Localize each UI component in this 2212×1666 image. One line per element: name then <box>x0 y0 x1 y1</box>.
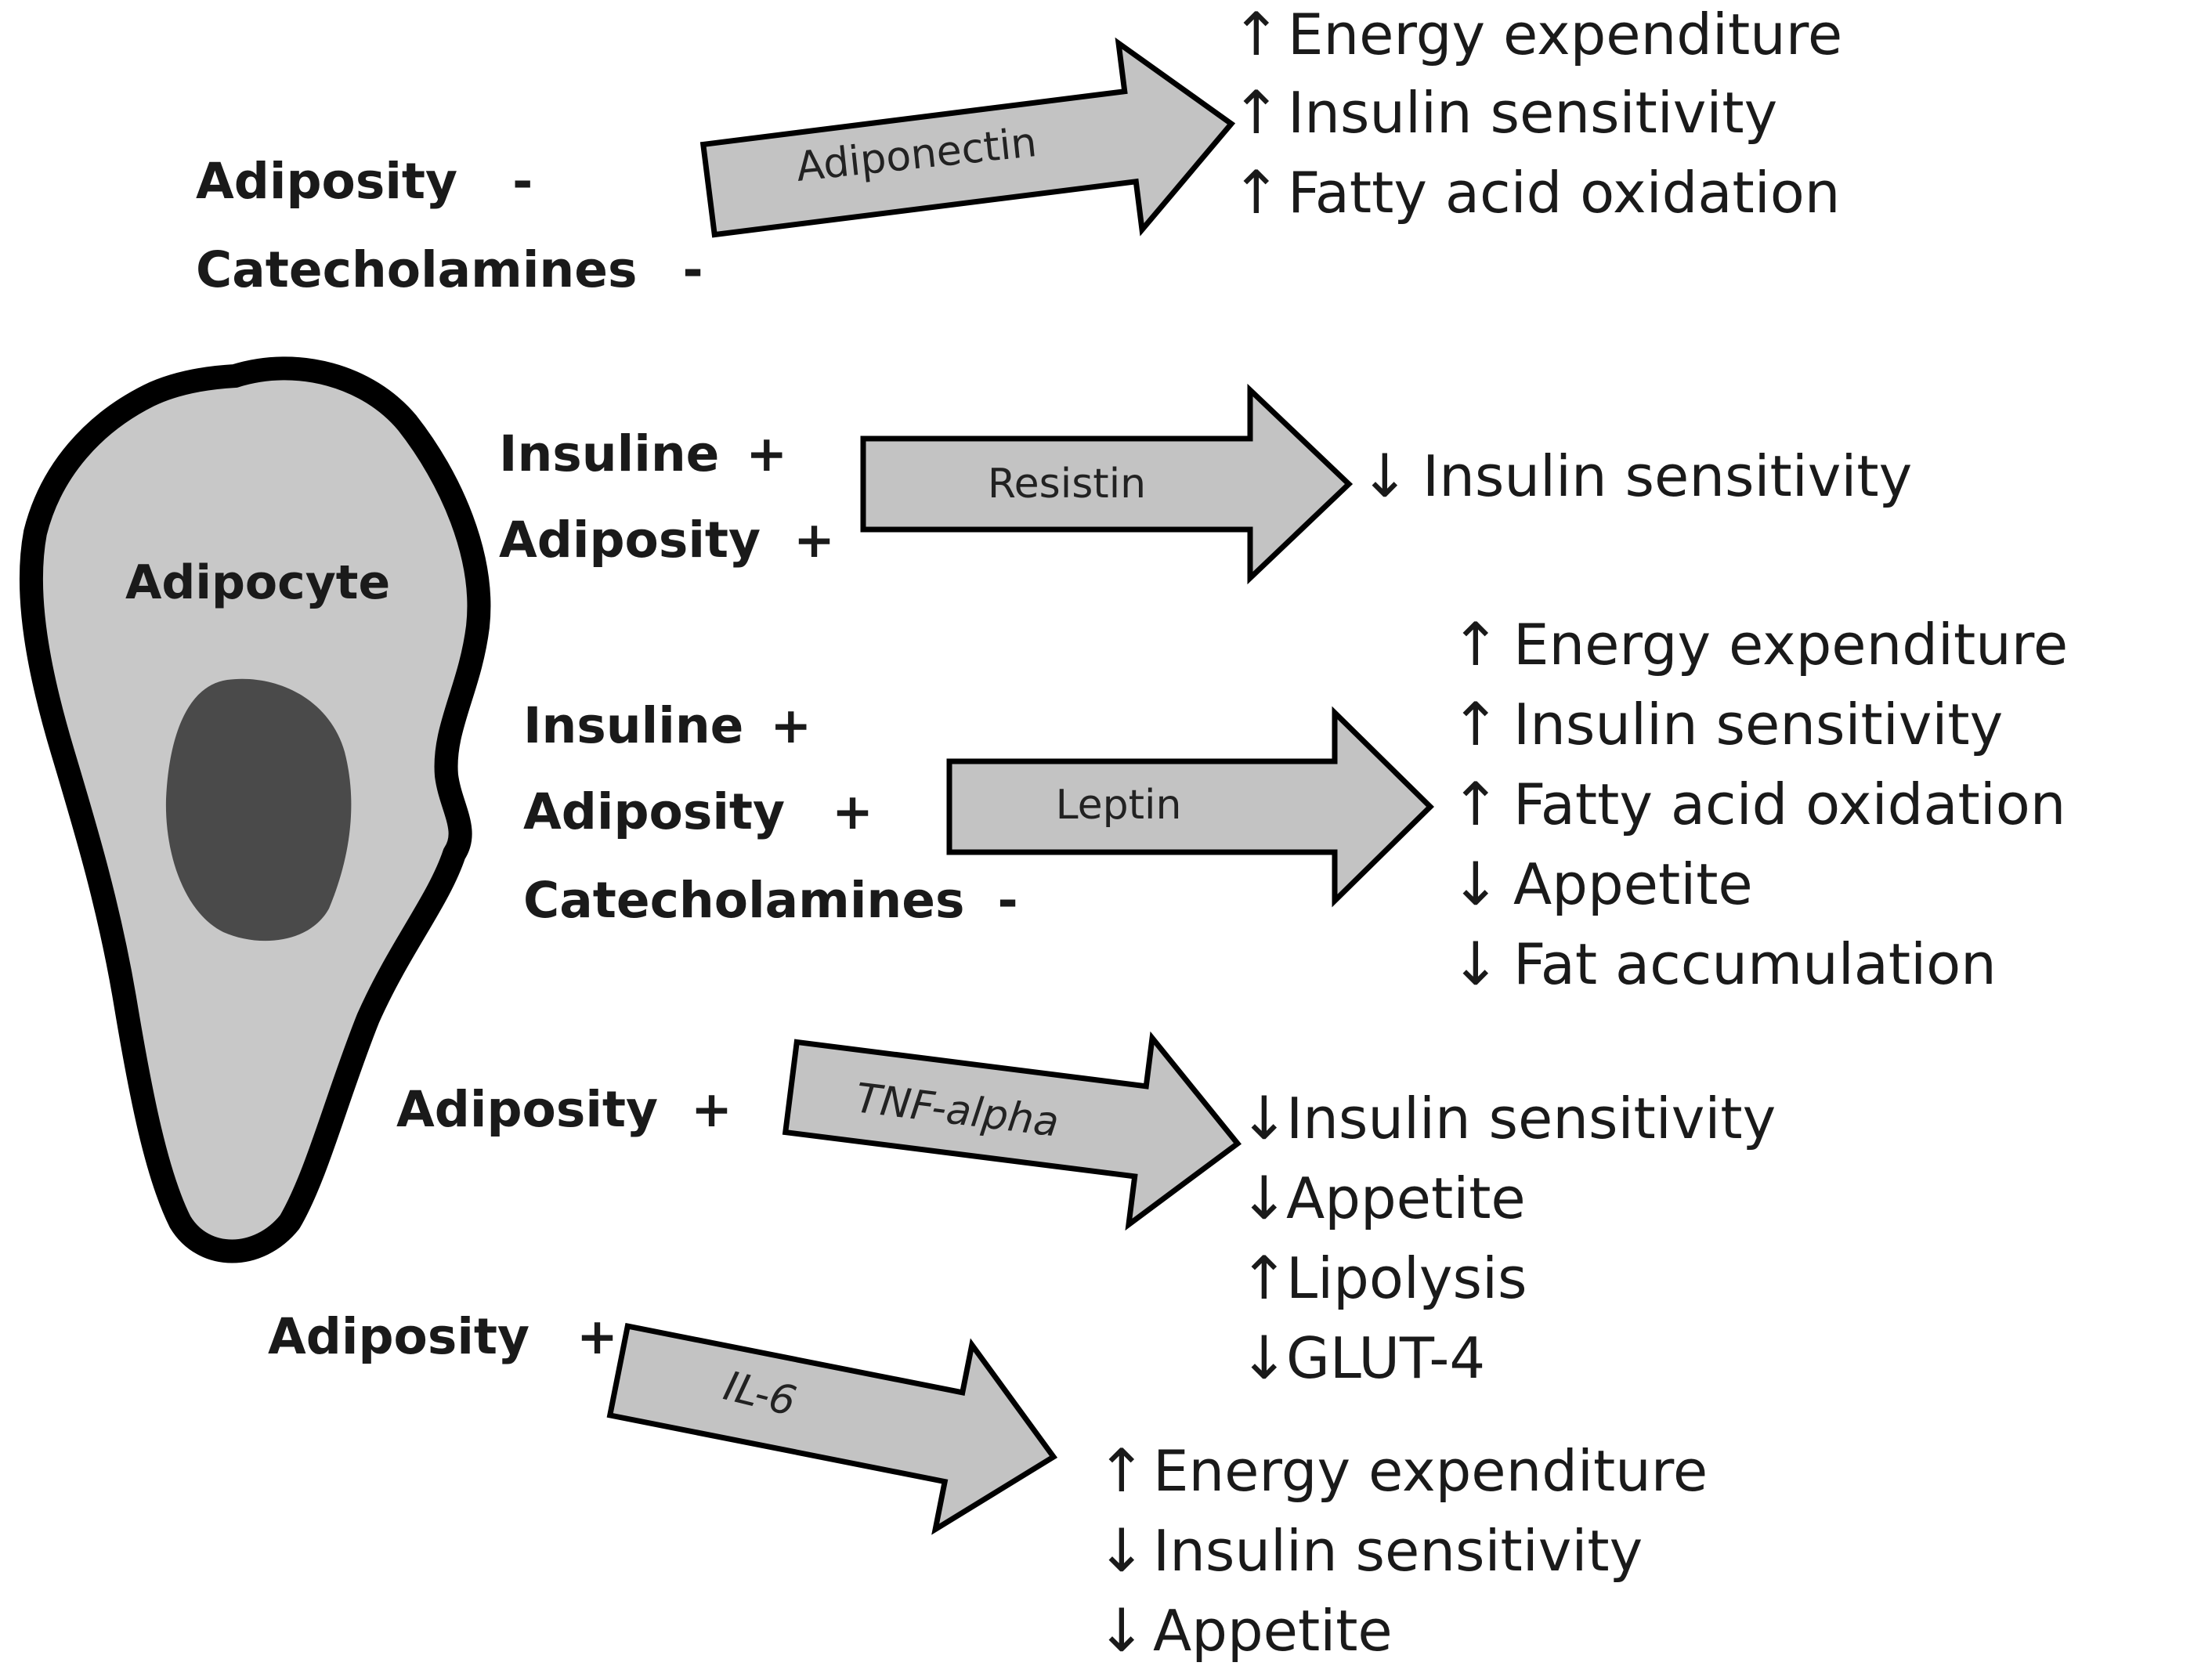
effect-adiponectin-1: ↑Energy expenditure <box>1231 0 1843 69</box>
effect-tnf-alpha-4: ↓GLUT-4 <box>1239 1323 1486 1393</box>
effect-direction-icon: ↑ <box>1231 157 1281 227</box>
effect-leptin-2: ↑Insulin sensitivity <box>1451 689 2004 759</box>
effect-adiponectin-3: ↑Fatty acid oxidation <box>1231 157 1841 227</box>
hormone-label-leptin: Leptin <box>1055 782 1182 829</box>
effect-direction-icon: ↓ <box>1239 1163 1289 1233</box>
effect-il-6-2: ↓Insulin sensitivity <box>1097 1516 1643 1585</box>
arrow-il-6 <box>606 1322 1058 1535</box>
effect-il-6-1: ↑Energy expenditure <box>1097 1436 1708 1505</box>
arrow-tnf-alpha <box>782 1031 1242 1231</box>
effect-direction-icon: ↑ <box>1451 689 1501 759</box>
effect-direction-icon: ↓ <box>1451 849 1501 919</box>
regulator-leptin-2: Adiposity+ <box>523 783 873 840</box>
effect-direction-icon: ↓ <box>1239 1083 1289 1153</box>
adipocyte-label: Adipocyte <box>125 555 391 610</box>
arrow-adiponectin <box>699 37 1236 238</box>
effect-leptin-5: ↓Fat accumulation <box>1451 929 1997 999</box>
arrow-leptin <box>946 706 1434 908</box>
effect-direction-icon: ↓ <box>1360 441 1410 511</box>
effect-direction-icon: ↓ <box>1451 929 1501 999</box>
effect-direction-icon: ↑ <box>1451 769 1501 839</box>
effect-resistin-1: ↓Insulin sensitivity <box>1360 441 1913 511</box>
regulator-resistin-1: Insuline+ <box>499 425 788 482</box>
effect-leptin-4: ↓Appetite <box>1451 849 1753 919</box>
effect-tnf-alpha-3: ↑Lipolysis <box>1239 1243 1527 1313</box>
regulator-adiponectin-1: Adiposity- <box>196 153 533 210</box>
effect-direction-icon: ↑ <box>1451 609 1501 679</box>
regulator-resistin-2: Adiposity+ <box>499 511 835 569</box>
effect-leptin-3: ↑Fatty acid oxidation <box>1451 769 2066 839</box>
regulator-leptin-3: Catecholamines- <box>523 872 1018 929</box>
nucleus <box>165 678 352 941</box>
effect-direction-icon: ↑ <box>1231 78 1281 147</box>
effect-adiponectin-2: ↑Insulin sensitivity <box>1231 78 1778 147</box>
hormone-label-resistin: Resistin <box>987 461 1147 508</box>
effect-direction-icon: ↑ <box>1231 0 1281 69</box>
regulator-il-6-1: Adiposity+ <box>268 1308 618 1365</box>
effect-direction-icon: ↑ <box>1239 1243 1289 1313</box>
effect-direction-icon: ↑ <box>1097 1436 1147 1505</box>
regulator-leptin-1: Insuline+ <box>523 697 812 754</box>
effect-direction-icon: ↓ <box>1097 1516 1147 1585</box>
arrow-resistin <box>860 383 1354 585</box>
effect-direction-icon: ↓ <box>1239 1323 1289 1393</box>
effect-il-6-3: ↓Appetite <box>1097 1596 1393 1665</box>
effect-direction-icon: ↓ <box>1097 1596 1147 1665</box>
effect-tnf-alpha-2: ↓Appetite <box>1239 1163 1526 1233</box>
regulator-adiponectin-2: Catecholamines- <box>196 241 703 298</box>
regulator-tnf-alpha-1: Adiposity+ <box>396 1081 732 1138</box>
effect-tnf-alpha-1: ↓Insulin sensitivity <box>1239 1083 1776 1153</box>
effect-leptin-1: ↑Energy expenditure <box>1451 609 2069 679</box>
